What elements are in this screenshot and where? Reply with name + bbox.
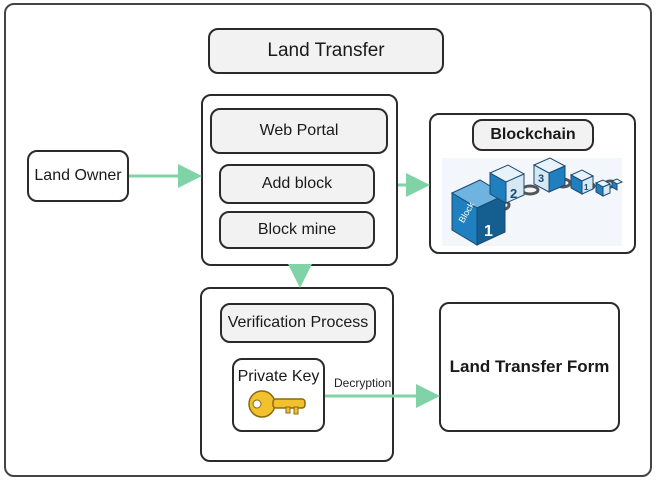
block-cube-6	[610, 178, 624, 191]
block-cube-number-3: 3	[538, 173, 544, 185]
block-mine-node: Block mine	[219, 211, 375, 249]
add-block-node: Add block	[219, 164, 375, 204]
block-cube-number-4: 1	[584, 183, 589, 192]
block-cube-3	[532, 157, 567, 193]
block-cube-2	[488, 164, 526, 204]
land-owner-node: Land Owner	[27, 150, 129, 202]
block-cube-number-2: 2	[510, 186, 517, 201]
block-cube-number-1: 1	[484, 223, 493, 240]
block-cube-4	[569, 169, 595, 195]
diagram-title: Land Transfer	[208, 28, 444, 74]
web-portal-node: Web Portal	[210, 108, 388, 154]
decryption-label: Decryption	[334, 376, 392, 390]
block-cube-5	[594, 179, 612, 197]
blockchain-label: Blockchain	[472, 119, 594, 151]
land-transfer-form-node: Land Transfer Form	[439, 302, 620, 432]
verification-process-node: Verification Process	[220, 303, 376, 343]
private-key-node: Private Key	[232, 358, 325, 432]
